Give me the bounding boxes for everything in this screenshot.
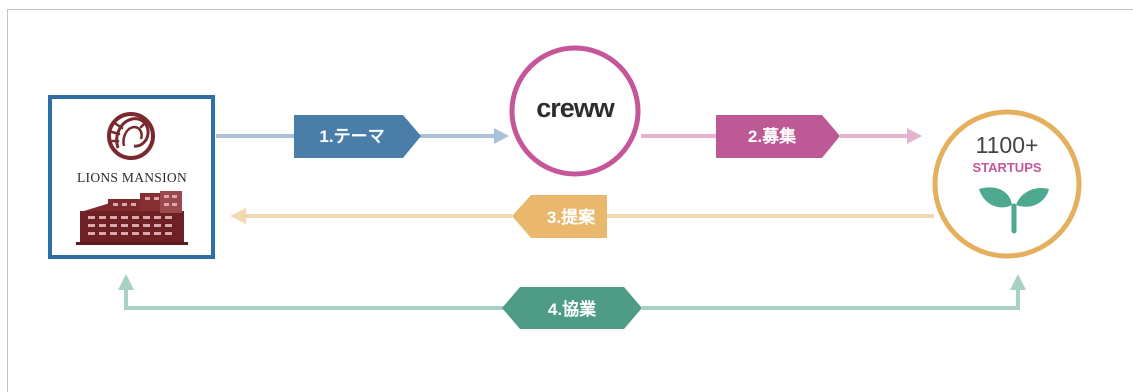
step-badge-collab: 4.協業 bbox=[502, 287, 642, 329]
lion-emblem-icon bbox=[107, 112, 155, 160]
arrowhead-to-creww bbox=[494, 128, 509, 144]
apartment-building-icon bbox=[76, 191, 188, 245]
startups-label: STARTUPS bbox=[972, 160, 1041, 175]
connector-recruit bbox=[641, 128, 922, 144]
arrowhead-up-right bbox=[1010, 274, 1026, 290]
step-label-theme: 1.テーマ bbox=[319, 127, 384, 146]
step-label-collab: 4.協業 bbox=[548, 299, 596, 319]
creww-node: creww bbox=[509, 45, 641, 177]
arrowhead-to-startups bbox=[907, 128, 922, 144]
creww-logo-text: creww bbox=[536, 93, 616, 123]
sprout-icon bbox=[979, 187, 1049, 234]
step-label-proposal: 3.提案 bbox=[547, 207, 596, 227]
step-badge-proposal: 3.提案 bbox=[512, 195, 607, 238]
startups-node: 1100+ STARTUPS bbox=[932, 109, 1082, 259]
lions-mansion-node: LIONS MANSION bbox=[48, 95, 215, 259]
connector-proposal bbox=[230, 208, 934, 224]
step-label-recruit: 2.募集 bbox=[748, 126, 797, 146]
arrowhead-up-left bbox=[118, 274, 134, 290]
startups-count: 1100+ bbox=[976, 132, 1039, 158]
step-badge-theme: 1.テーマ bbox=[294, 115, 421, 158]
step-badge-recruit: 2.募集 bbox=[716, 115, 840, 158]
connector-theme bbox=[216, 128, 509, 144]
arrowhead-to-lions-mansion bbox=[230, 208, 246, 224]
lions-mansion-logo-text: LIONS MANSION bbox=[77, 170, 187, 185]
connector-collab bbox=[118, 274, 1026, 310]
